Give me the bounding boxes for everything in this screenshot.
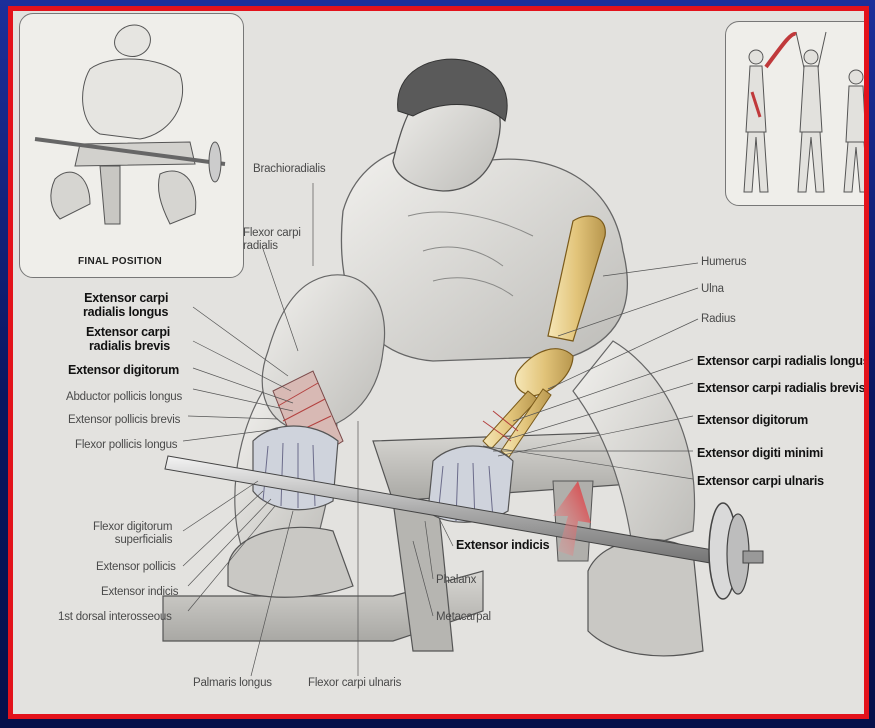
label-extensor-pollicis-brevis: Extensor pollicis brevis [68, 414, 180, 427]
label-extensor-indicis-bottom: Extensor indicis [456, 538, 549, 552]
label-extensor-digitorum-left: Extensor digitorum [68, 363, 179, 377]
label-palmaris-longus: Palmaris longus [193, 677, 272, 690]
label-extensor-carpi-ulnaris: Extensor carpi ulnaris [697, 474, 824, 488]
label-flexor-pollicis-longus: Flexor pollicis longus [75, 439, 177, 452]
label-radius: Radius [701, 313, 736, 326]
label-extensor-carpi-radialis-brevis-right: Extensor carpi radialis brevis [697, 381, 865, 395]
muscle-map-figures [726, 22, 869, 202]
label-extensor-indicis-left: Extensor indicis [101, 586, 178, 599]
illustration-frame: FINAL POSITION Brachioradialis Flexor ca… [8, 6, 869, 719]
label-abductor-pollicis-longus: Abductor pollicis longus [66, 391, 182, 404]
muscle-map-inset [725, 21, 869, 206]
label-extensor-digiti-minimi: Extensor digiti minimi [697, 446, 823, 460]
label-1st-dorsal-interosseous: 1st dorsal interosseous [58, 611, 172, 624]
final-position-inset: FINAL POSITION [19, 13, 244, 278]
torso [341, 59, 627, 361]
label-ulna: Ulna [701, 283, 724, 296]
final-position-figure [20, 14, 240, 244]
label-extensor-digitorum-right: Extensor digitorum [697, 413, 808, 427]
label-metacarpal: Metacarpal [436, 611, 491, 624]
label-humerus: Humerus [701, 256, 746, 269]
label-brachioradialis: Brachioradialis [253, 163, 325, 176]
inset-caption: FINAL POSITION [78, 256, 162, 267]
label-phalanx: Phalanx [436, 574, 476, 587]
label-extensor-carpi-radialis-longus-right: Extensor carpi radialis longus [697, 354, 869, 368]
label-extensor-pollicis: Extensor pollicis [96, 561, 176, 574]
label-flexor-carpi-ulnaris: Flexor carpi ulnaris [308, 677, 401, 690]
